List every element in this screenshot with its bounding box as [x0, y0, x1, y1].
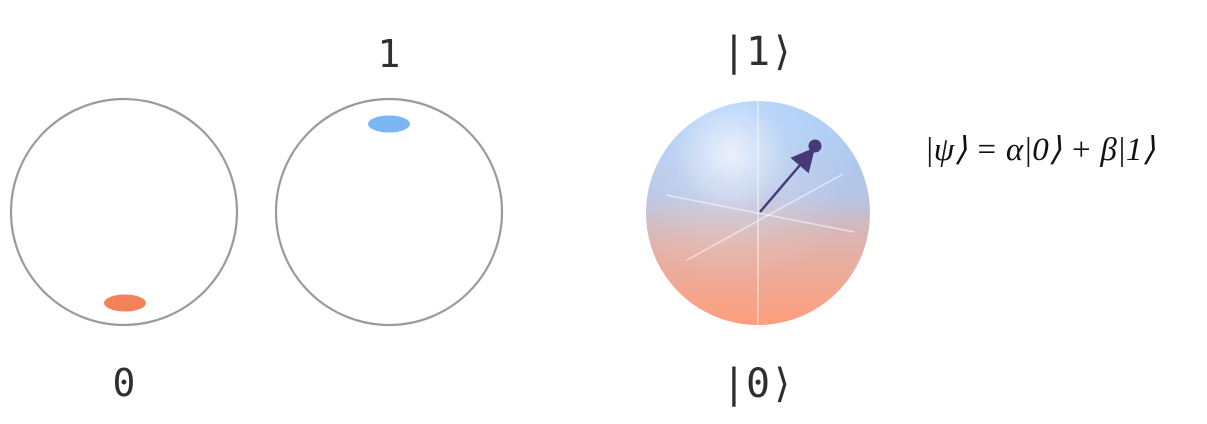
classical-zero-label: 0: [113, 361, 136, 405]
qubit-bloch-sphere: |1⟩ |0⟩ |ψ⟩ = α|0⟩ + β|1⟩: [646, 29, 1155, 407]
state-vector-arrow-icon: [759, 139, 822, 213]
classical-zero-bit: 0: [9, 97, 239, 405]
bloch-sphere-icon: [646, 101, 870, 325]
zero-state-marker: [104, 294, 146, 312]
classical-one-circle: [274, 97, 504, 327]
qubit-state-equation: |ψ⟩ = α|0⟩ + β|1⟩: [925, 132, 1156, 168]
qubit-zero-ket-label: |0⟩: [722, 361, 794, 407]
qubit-one-ket-label: |1⟩: [722, 29, 794, 75]
classical-one-label: 1: [378, 32, 401, 76]
classical-zero-circle: [9, 97, 239, 327]
one-state-marker: [368, 115, 410, 133]
classical-one-bit: 1: [274, 32, 504, 327]
